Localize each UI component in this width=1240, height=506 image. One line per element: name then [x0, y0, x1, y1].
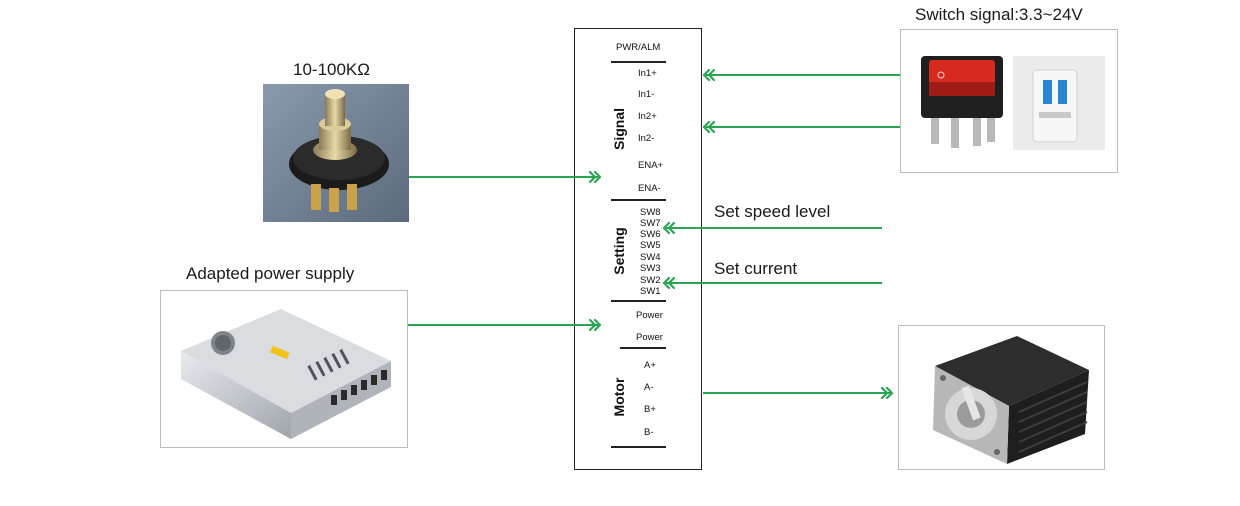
arrow-in2	[702, 120, 716, 134]
pin-in1-plus: In1+	[638, 68, 657, 79]
pin-ena-plus: ENA+	[638, 160, 664, 171]
motor-bottom-line	[611, 446, 666, 448]
stepper-motor-icon	[933, 336, 1089, 464]
power-supply-caption: Adapted power supply	[186, 264, 355, 283]
power-supply-icon	[181, 309, 391, 439]
arrow-potentiometer	[588, 170, 602, 184]
pin-sw7: SW7	[640, 218, 661, 229]
set-current-label: Set current	[714, 259, 798, 278]
arrow-in1	[702, 68, 716, 82]
pin-ena-minus: ENA-	[638, 183, 661, 194]
pin-a-plus: A+	[644, 360, 656, 371]
arrow-current	[662, 276, 676, 290]
potentiometer-icon	[263, 84, 409, 222]
arrow-speed	[662, 221, 676, 235]
pin-sw8: SW8	[640, 207, 661, 218]
pin-in2-plus: In2+	[638, 111, 657, 122]
power-supply-frame	[160, 290, 408, 448]
power-bottom-line	[620, 347, 666, 349]
pin-b-minus: B-	[644, 427, 654, 438]
rocker-switch-icon	[921, 56, 1105, 150]
switch-signal-frame	[900, 29, 1118, 173]
pin-power-2: Power	[636, 332, 663, 343]
set-speed-label: Set speed level	[714, 202, 831, 221]
pin-sw5: SW5	[640, 240, 661, 251]
arrow-motor	[880, 386, 894, 400]
pin-b-plus: B+	[644, 404, 656, 415]
signal-top-line	[611, 61, 666, 63]
pin-sw2: SW2	[640, 275, 661, 286]
potentiometer-image	[263, 84, 409, 222]
pin-in1-minus: In1-	[638, 89, 655, 100]
stepper-motor-frame	[898, 325, 1105, 470]
potentiometer-caption: 10-100KΩ	[293, 60, 370, 79]
pin-a-minus: A-	[644, 382, 654, 393]
pin-sw4: SW4	[640, 252, 661, 263]
switch-signal-caption: Switch signal:3.3~24V	[915, 5, 1083, 24]
pin-sw6: SW6	[640, 229, 661, 240]
signal-bottom-line	[611, 199, 666, 201]
pin-in2-minus: In2-	[638, 133, 655, 144]
pin-power-1: Power	[636, 310, 663, 321]
pwr-alm-label: PWR/ALM	[616, 42, 661, 53]
driver-box	[574, 28, 702, 470]
arrow-power-supply	[588, 318, 602, 332]
pin-sw3: SW3	[640, 263, 661, 274]
setting-bottom-line	[611, 300, 666, 302]
pin-sw1: SW1	[640, 286, 661, 297]
